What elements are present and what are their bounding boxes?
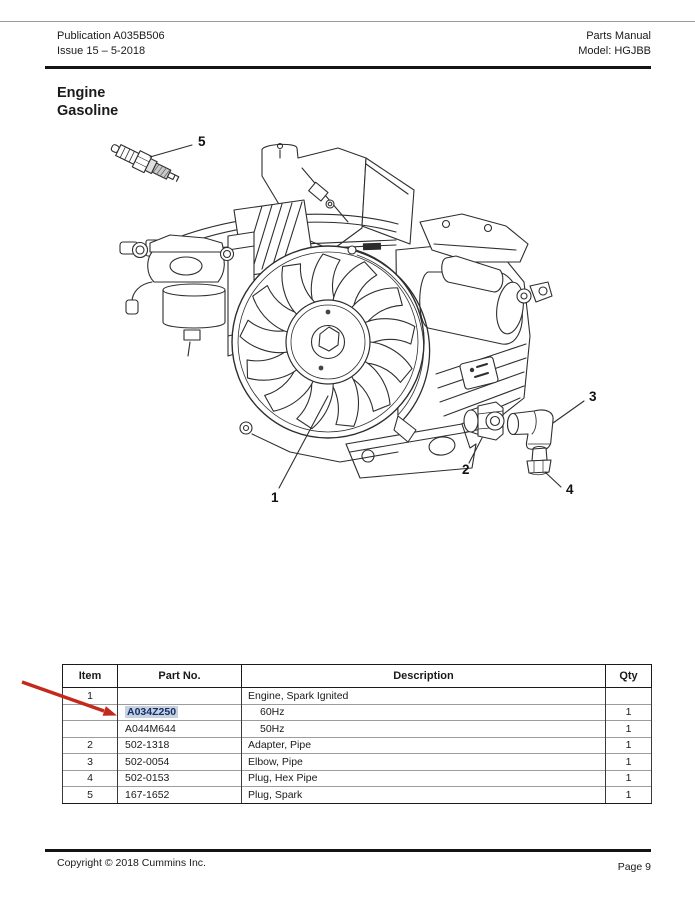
qty-cell: 1 [605,786,652,804]
adapter-pipe-part [463,401,505,441]
base-mount [345,423,477,479]
spark-plug-part [110,144,180,182]
model-number: Model: HGJBB [578,44,651,57]
qty-cell: 1 [605,703,652,721]
item-cell [62,720,118,737]
oil-label-plate [459,356,499,390]
qty-cell [605,687,652,704]
recoil-assembly [419,213,529,263]
description-cell: Plug, Hex Pipe [241,769,606,787]
blower-shroud [239,245,431,463]
qty-cell: 1 [605,753,652,770]
leader-2 [468,437,483,464]
callout-4: 4 [566,482,574,497]
carburetor [119,234,235,357]
leader-4 [544,471,562,488]
engine-exploded-diagram: 1 2 3 4 5 [110,134,597,505]
manual-type: Parts Manual [586,30,651,42]
item-cell [62,703,118,721]
qty-cell: 1 [605,736,652,754]
shroud-panel [261,142,415,251]
callout-1: 1 [271,490,279,505]
callout-leaders [149,144,585,489]
col-header-part-no-: Part No. [117,664,242,688]
item-cell: 4 [62,769,118,787]
header-rule [45,66,651,69]
col-header-item: Item [62,664,118,688]
flywheel [231,245,425,439]
description-cell: 50Hz [241,720,606,737]
description-cell: Engine, Spark Ignited [241,687,606,704]
copyright-text: Copyright © 2018 Cummins Inc. [57,857,206,869]
callout-labels: 1 2 3 4 5 [198,134,597,505]
col-header-description: Description [241,664,606,688]
leader-3 [552,400,585,424]
highlighted-part-number[interactable]: A034Z250 [125,706,179,719]
callout-2: 2 [462,462,470,477]
part-no-cell: 502-0153 [117,769,242,787]
starter-motor [419,255,553,345]
leader-5 [149,144,193,158]
footer-rule [45,849,651,852]
header-right: Parts Manual Model: HGJBB [578,29,651,58]
col-header-qty: Qty [605,664,652,688]
table-row: 1 Engine, Spark Ignited [62,687,652,704]
title-line-2: Gasoline [57,103,119,119]
item-cell: 3 [62,753,118,770]
header-left: Publication A035B506 Issue 15 – 5-2018 [57,29,165,58]
item-cell: 1 [62,687,118,704]
qty-cell: 1 [605,769,652,787]
part-no-cell: 502-1318 [117,736,242,754]
part-no-cell: A044M644 [117,720,242,737]
page-number: Page 9 [617,861,651,873]
elbow-pipe-part [506,409,554,451]
issue-number: Issue 15 – 5-2018 [57,44,146,57]
page-edge-line [0,21,695,22]
callout-3: 3 [589,389,597,404]
item-cell: 5 [62,786,118,804]
hex-plug-part [526,445,552,476]
part-no-cell: 502-0054 [117,753,242,770]
description-cell: Elbow, Pipe [241,753,606,770]
description-cell: Adapter, Pipe [241,736,606,754]
leader-1 [278,395,329,489]
description-cell: Plug, Spark [241,786,606,804]
publication-number: Publication A035B506 [57,30,165,42]
qty-cell: 1 [605,720,652,737]
callout-5: 5 [198,134,206,149]
title-line-1: Engine [57,85,106,101]
description-cell: 60Hz [241,703,606,721]
page-title: Engine Gasoline [57,84,118,120]
item-cell: 2 [62,736,118,754]
part-no-cell [117,687,242,704]
part-no-cell: 167-1652 [117,786,242,804]
part-no-cell: A034Z250 [117,703,242,721]
